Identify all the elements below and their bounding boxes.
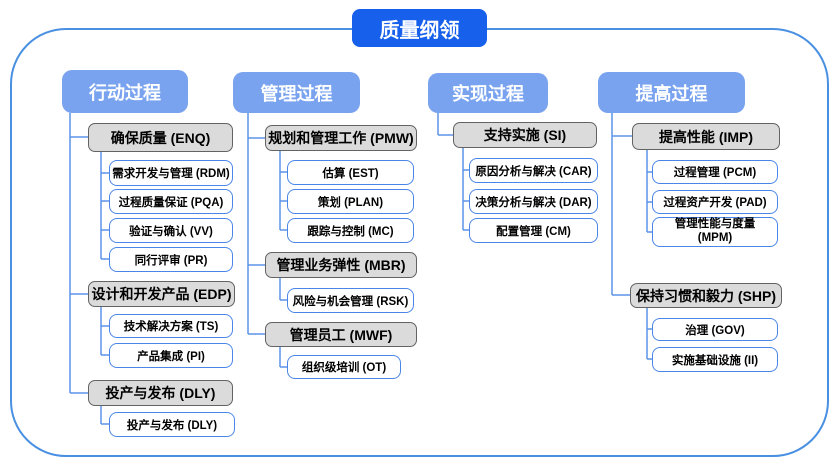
node-dly-group: 投产与发布 (DLY) xyxy=(88,380,233,406)
node-est: 估算 (EST) xyxy=(287,160,414,185)
node-pmw: 规划和管理工作 (PMW) xyxy=(265,125,417,151)
node-pcm: 过程管理 (PCM) xyxy=(652,160,778,184)
node-plan: 策划 (PLAN) xyxy=(287,189,414,214)
node-dly: 投产与发布 (DLY) xyxy=(109,412,235,437)
header-improvement-process: 提高过程 xyxy=(598,72,745,113)
header-action-process: 行动过程 xyxy=(62,70,188,113)
node-vv: 验证与确认 (VV) xyxy=(109,218,233,243)
node-mc: 跟踪与控制 (MC) xyxy=(287,218,414,243)
node-ot: 组织级培训 (OT) xyxy=(287,355,401,379)
node-mbr: 管理业务弹性 (MBR) xyxy=(265,252,417,278)
node-rsk: 风险与机会管理 (RSK) xyxy=(287,288,414,313)
node-gov: 治理 (GOV) xyxy=(652,318,778,341)
node-cm: 配置管理 (CM) xyxy=(469,218,598,243)
node-mpm: 管理性能与度量 (MPM) xyxy=(652,217,778,247)
node-mwf: 管理员工 (MWF) xyxy=(265,322,417,347)
node-rdm: 需求开发与管理 (RDM) xyxy=(109,160,233,186)
node-dar: 决策分析与解决 (DAR) xyxy=(469,189,598,214)
node-shp: 保持习惯和毅力 (SHP) xyxy=(630,283,782,308)
node-pr: 同行评审 (PR) xyxy=(109,247,233,272)
header-implementation-process: 实现过程 xyxy=(428,73,548,113)
diagram-title: 质量纲领 xyxy=(352,9,487,47)
node-pad: 过程资产开发 (PAD) xyxy=(652,190,778,214)
header-management-process: 管理过程 xyxy=(233,72,360,113)
node-car: 原因分析与解决 (CAR) xyxy=(469,158,598,183)
node-enq: 确保质量 (ENQ) xyxy=(88,123,233,152)
node-pqa: 过程质量保证 (PQA) xyxy=(109,189,233,214)
node-ts: 技术解决方案 (TS) xyxy=(109,314,233,338)
node-si: 支持实施 (SI) xyxy=(453,122,597,148)
node-imp: 提高性能 (IMP) xyxy=(632,123,780,150)
node-pi: 产品集成 (PI) xyxy=(109,343,233,368)
node-ii: 实施基础设施 (II) xyxy=(652,347,778,372)
node-edp: 设计和开发产品 (EDP) xyxy=(88,281,235,307)
